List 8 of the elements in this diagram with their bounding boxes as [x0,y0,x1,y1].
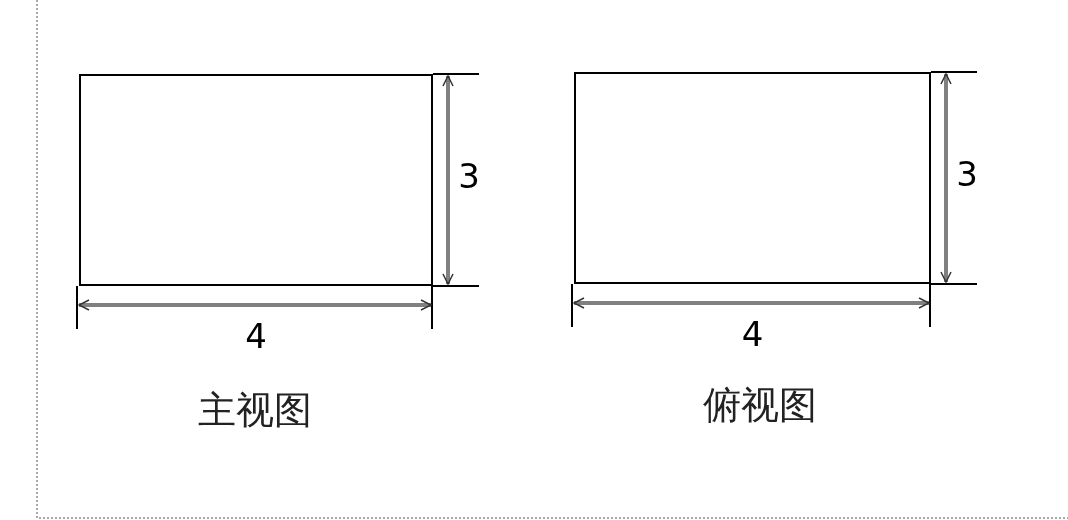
view-caption: 俯视图 [703,382,817,429]
rectangle-view [79,74,433,286]
dimension-value: 4 [741,317,764,351]
dimension-value: 4 [245,319,267,353]
view-caption: 主视图 [198,387,312,434]
dimension-value: 3 [458,159,480,193]
dimension-value: 3 [956,157,978,191]
rectangle-view [574,72,931,284]
